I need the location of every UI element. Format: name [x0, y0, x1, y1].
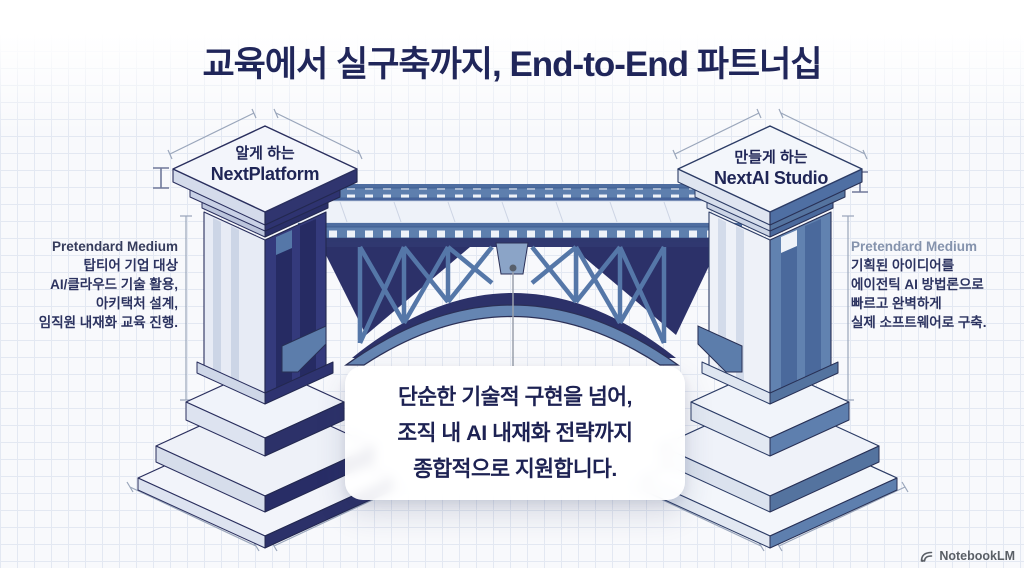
desc-line: 실제 소프트웨어로 구축.	[851, 315, 987, 330]
desc-line: 기획된 아이디어를	[851, 258, 955, 273]
left-pillar-tagline: 알게 하는	[235, 145, 295, 162]
right-pillar-name: NextAI Studio	[713, 168, 829, 188]
arch-corbels	[281, 325, 743, 373]
desc-line: 탑티어 기업 대상	[83, 258, 178, 273]
right-pillar-tagline: 만들게 하는	[734, 149, 808, 166]
leader-line	[509, 264, 517, 366]
desc-line: 빠르고 완벽하게	[851, 296, 942, 311]
center-message-card: 단순한 기술적 구현을 넘어, 조직 내 AI 내재화 전략까지 종합적으로 지…	[345, 366, 685, 500]
bridge-deck	[297, 184, 743, 247]
watermark: NotebookLM	[920, 549, 1015, 563]
desc-line: Pretendard Medium	[51, 239, 178, 254]
arch-truss	[322, 242, 718, 366]
right-pillar-label: 만들게 하는 NextAI Studio	[678, 148, 864, 189]
card-line: 조직 내 AI 내재화 전략까지	[397, 421, 633, 445]
notebooklm-icon	[921, 551, 933, 562]
desc-line: 아키택처 설계,	[95, 296, 178, 311]
watermark-label: NotebookLM	[939, 549, 1015, 563]
desc-line: 에이전틱 AI 방법론으로	[851, 277, 984, 292]
desc-line: AI/클라우드 기술 활용,	[50, 277, 178, 292]
card-line: 종합적으로 지원합니다.	[413, 457, 617, 481]
left-pillar-label: 알게 하는 NextPlatform	[172, 144, 358, 185]
page-title: 교육에서 실구축까지, End-to-End 파트너십	[202, 45, 822, 84]
left-description: Pretendard Medium 탑티어 기업 대상 AI/클라우드 기술 활…	[0, 237, 178, 332]
desc-line: 임직원 내재화 교육 진행.	[38, 315, 178, 330]
left-pillar-name: NextPlatform	[210, 164, 320, 184]
right-description: Pretendard Medium 기획된 아이디어를 에이전틱 AI 방법론으…	[851, 237, 1019, 332]
desc-line: Pretendard Medium	[851, 239, 978, 254]
card-line: 단순한 기술적 구현을 넘어,	[398, 385, 632, 409]
left-pillar	[137, 125, 393, 549]
